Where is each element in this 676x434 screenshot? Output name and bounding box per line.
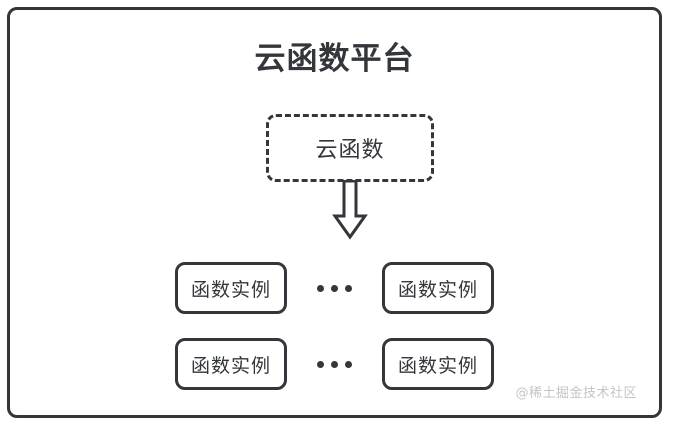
watermark: @稀土掘金技术社区 [515,386,637,401]
instance-row-2: 函数实例 函数实例 [10,338,659,390]
function-instance-box: 函数实例 [175,262,287,314]
ellipsis-dot [317,360,324,368]
ellipsis-dot [331,360,338,368]
function-instance-box: 函数实例 [382,338,494,390]
ellipsis-dot [345,360,352,368]
ellipsis-icon [287,262,382,314]
function-instance-box: 函数实例 [175,338,287,390]
function-instance-label: 函数实例 [397,354,478,377]
ellipsis-icon [287,338,382,390]
cloud-function-label: 云函数 [315,138,385,163]
down-arrow-icon [332,179,368,240]
ellipsis-dot [317,284,324,292]
function-instance-label: 函数实例 [397,278,478,301]
cloud-function-node: 云函数 [266,114,434,182]
function-instance-box: 函数实例 [382,262,494,314]
page-title: 云函数平台 [254,41,415,77]
ellipsis-dot [331,284,338,292]
ellipsis-dot [345,284,352,292]
function-instance-label: 函数实例 [190,278,271,301]
function-instance-label: 函数实例 [190,354,271,377]
instance-row-1: 函数实例 函数实例 [10,262,659,314]
cloud-function-platform-frame: 云函数平台 云函数 函数实例 函数实例 函数实例 [7,7,662,418]
